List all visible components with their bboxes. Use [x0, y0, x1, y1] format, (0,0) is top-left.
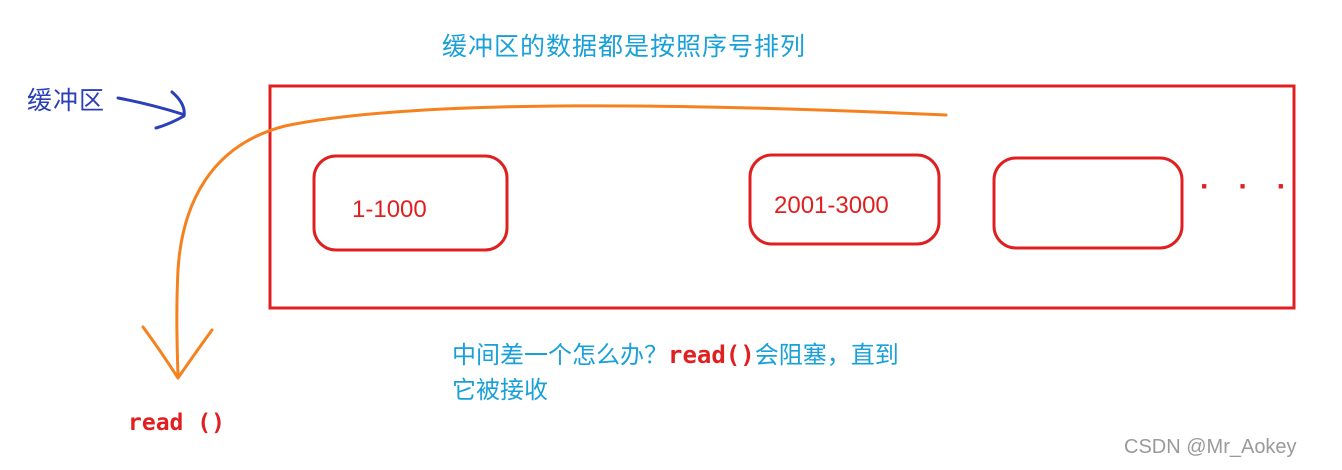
watermark: CSDN @Mr_Aokey — [1124, 436, 1297, 458]
read-flow-arrow — [175, 104, 948, 378]
blocking-note-text-3: 它被接收 — [452, 376, 548, 404]
more-segments-ellipsis: · · · — [1200, 170, 1297, 203]
blocking-note-code: read() — [668, 341, 755, 369]
diagram-title: 缓冲区的数据都是按照序号排列 — [442, 32, 807, 61]
buffer-label: 缓冲区 — [27, 86, 106, 115]
buffer-label-arrow — [116, 96, 184, 116]
segment-box-1 — [312, 154, 509, 252]
read-call-label: read () — [128, 410, 225, 436]
segment-box-2 — [748, 153, 941, 246]
buffer-container — [268, 84, 1296, 310]
blocking-note: 中间差一个怎么办？read()会阻塞，直到它被接收 — [452, 338, 1012, 408]
read-flow-arrowhead — [141, 325, 214, 380]
blocking-note-text-2: 会阻塞，直到 — [754, 341, 899, 369]
segment-label-2: 2001-3000 — [774, 192, 889, 219]
blocking-note-text-1: 中间差一个怎么办？ — [452, 341, 668, 369]
segment-label-1: 1-1000 — [352, 196, 427, 223]
buffer-label-arrowhead — [154, 90, 186, 130]
segment-box-3 — [992, 156, 1184, 250]
